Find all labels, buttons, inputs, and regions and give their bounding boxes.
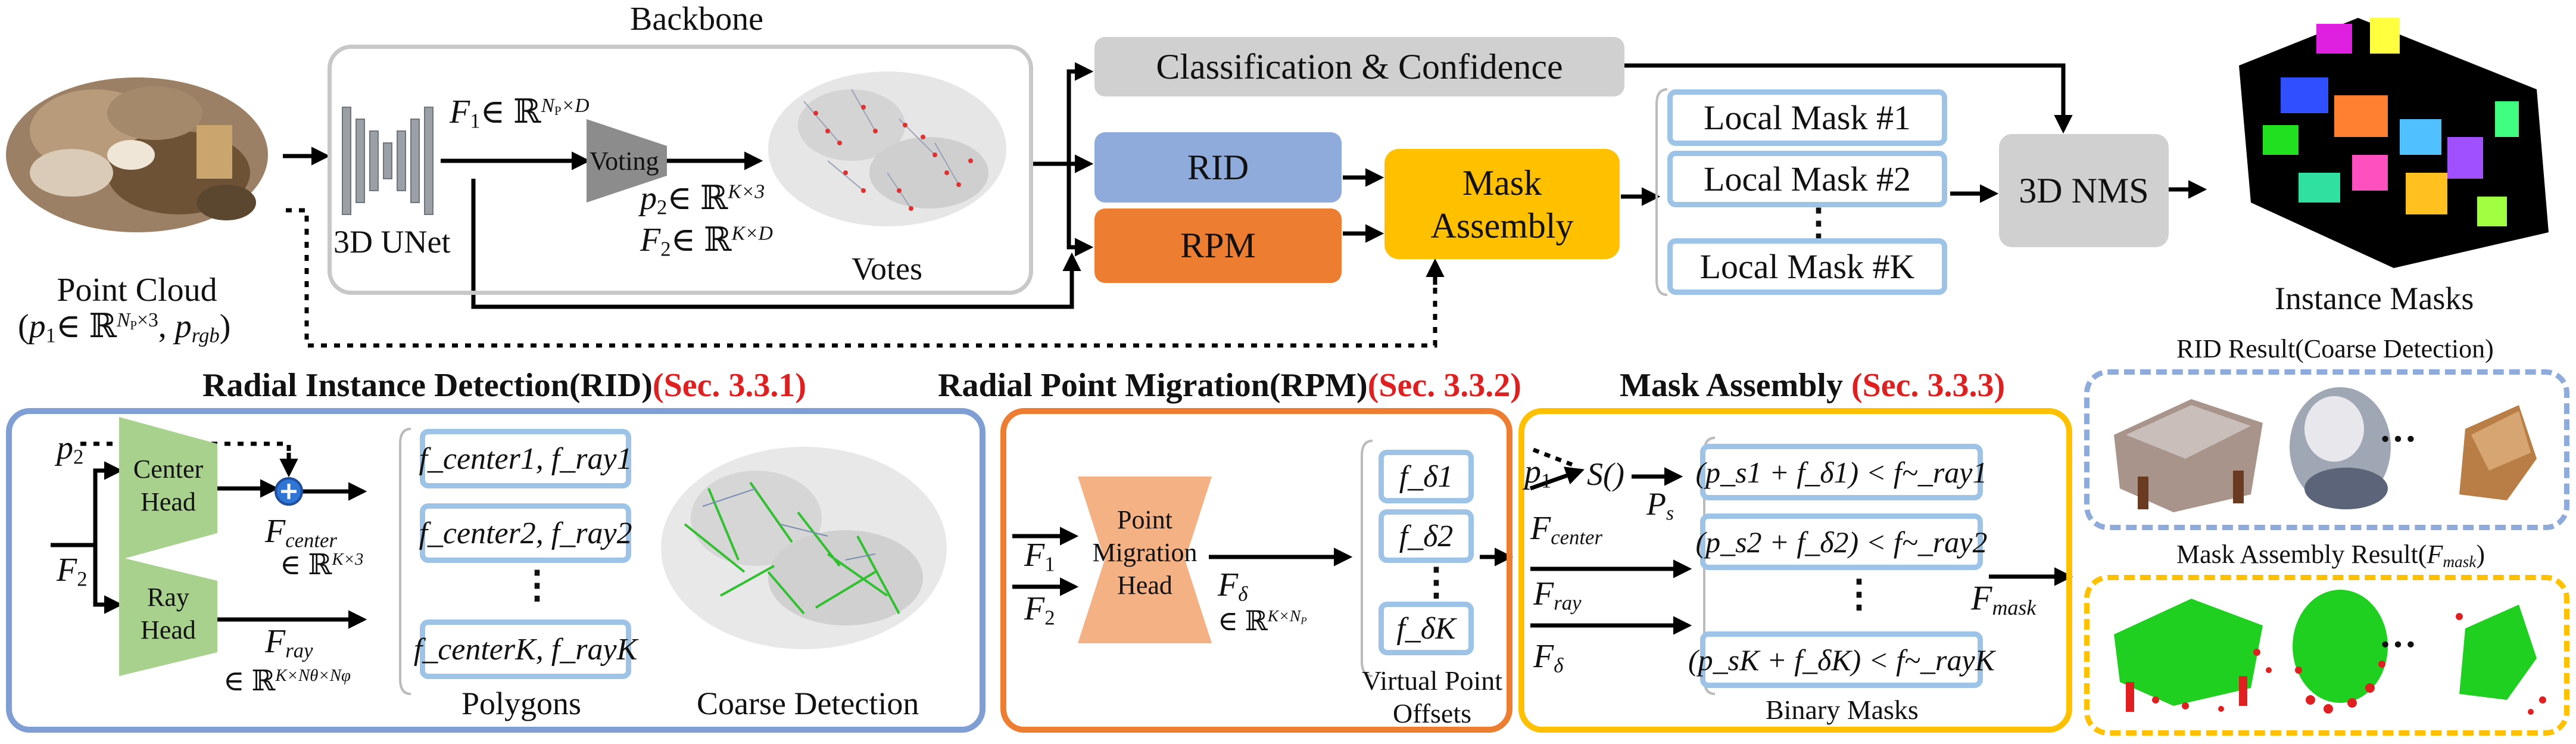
nms-box: 3D NMS [1999, 134, 2169, 247]
backbone-frame [328, 45, 1033, 295]
rid-result-frame [2084, 369, 2569, 530]
rpm-f2-label: F2 [1024, 590, 1055, 630]
rid-f-ray-label: Fray [265, 623, 313, 662]
binary-mask-ellipsis: ⋮ [1840, 572, 1878, 615]
offset-k: f_δK [1379, 602, 1474, 655]
mask-assembly-box: Mask Assembly [1384, 149, 1620, 259]
rid-result-label: RID Result(Coarse Detection) [2176, 334, 2494, 363]
rid-p2-label: p2 [57, 429, 84, 469]
classification-confidence-box: Classification & Confidence [1094, 37, 1624, 96]
rid-panel-frame [6, 408, 986, 733]
polygon-2: f_center2, f_ray2 [419, 503, 632, 563]
local-mask-k: Local Mask #K [1667, 238, 1947, 295]
voting-block [587, 119, 667, 203]
f2-label: F2∈ ℝK×D [640, 222, 773, 261]
coarse-detection-image [661, 447, 947, 649]
ma-f-ray-label: Fray [1533, 575, 1582, 615]
ray-head-block [119, 557, 217, 676]
offset-1: f_δ1 [1379, 450, 1474, 503]
point-migration-head-block [1078, 477, 1212, 643]
ma-result-label: Mask Assembly Result(Fmask) [2176, 540, 2485, 571]
binary-mask-2: (p_s2 + f_δ2) < f~_ray2 [1696, 513, 1987, 570]
unet-label: 3D UNet [333, 224, 451, 260]
rid-panel-title: Radial Instance Detection(RID)(Sec. 3.3.… [202, 367, 807, 404]
ma-result-images [2114, 590, 2546, 715]
polygon-ellipsis: ⋮ [518, 564, 556, 606]
center-head-block [119, 417, 217, 560]
rid-result-ellipsis: ··· [2379, 418, 2418, 460]
polygon-1: f_center1, f_ray1 [419, 429, 632, 488]
f-mask-label: Fmask [1971, 578, 2037, 620]
unet-icon [342, 107, 434, 215]
offset-ellipsis: ⋮ [1417, 561, 1455, 603]
mask-assembly-line1: Mask [1462, 163, 1542, 203]
rpm-f-delta-dim: ∈ ℝK×NP [1218, 606, 1307, 636]
voting-label: Voting [590, 147, 659, 176]
rid-result-images [2114, 387, 2537, 512]
binary-mask-k: (p_sK + f_δK) < f~_rayK [1688, 631, 1995, 688]
ma-panel-frame [1518, 408, 2072, 733]
instance-masks-image [2239, 18, 2549, 268]
ma-panel-title: Mask Assembly (Sec. 3.3.3) [1620, 367, 2006, 404]
ma-result-frame [2084, 575, 2569, 736]
votes-label: Votes [852, 251, 923, 287]
coarse-detection-label: Coarse Detection [697, 686, 919, 721]
rid-f2-label: F2 [57, 552, 88, 591]
rpm-panel-frame [1000, 408, 1512, 733]
polygons-label: Polygons [461, 686, 582, 721]
point-cloud-formula: (p1∈ ℝNP×3, prgb) [18, 308, 231, 347]
point-cloud-label: Point Cloud [57, 272, 217, 309]
classification-label: Classification & Confidence [1156, 46, 1563, 86]
rpm-panel-title: Radial Point Migration(RPM)(Sec. 3.3.2) [938, 367, 1521, 404]
rpm-box: RPM [1094, 208, 1342, 283]
local-mask-2: Local Mask #2 [1667, 151, 1947, 207]
nms-label: 3D NMS [2019, 170, 2149, 210]
ma-f-delta-label: Fδ [1533, 638, 1564, 677]
ma-f-center-label: Fcenter [1530, 510, 1602, 549]
rpm-f-delta-label: Fδ [1218, 566, 1248, 606]
offset-2: f_δ2 [1379, 509, 1474, 563]
point-cloud-image [6, 77, 268, 232]
ma-result-ellipsis: ··· [2379, 623, 2418, 665]
backbone-title: Backbone [630, 1, 763, 38]
binary-mask-1: (p_s1 + f_δ1) < f~_ray1 [1696, 444, 1987, 500]
instance-masks-label: Instance Masks [2275, 281, 2474, 316]
rpm-label: RPM [1180, 226, 1256, 265]
rid-f-center-label: Fcenter [265, 513, 337, 552]
ma-p1-label: p1 [1524, 453, 1552, 493]
ma-ps-label: Ps [1646, 486, 1674, 525]
rid-box: RID [1094, 132, 1342, 203]
mask-assembly-line2: Assembly [1430, 206, 1574, 245]
local-mask-ellipsis: ⋮ [1800, 201, 1838, 244]
local-mask-1: Local Mask #1 [1667, 89, 1947, 146]
ma-s-function: S() [1587, 456, 1624, 492]
rpm-f1-label: F1 [1024, 537, 1055, 576]
f1-label: F1∈ ℝNP×D [450, 94, 590, 133]
binary-masks-label: Binary Masks [1766, 695, 1919, 725]
rid-f-ray-dim: ∈ ℝK×Nθ×Nφ [223, 665, 351, 697]
rid-label: RID [1187, 147, 1249, 187]
p2-label: p2∈ ℝK×3 [640, 180, 765, 219]
polygon-k: f_centerK, f_rayK [414, 620, 637, 679]
rid-f-center-dim: ∈ ℝK×3 [280, 549, 364, 581]
votes-image [768, 71, 1006, 226]
